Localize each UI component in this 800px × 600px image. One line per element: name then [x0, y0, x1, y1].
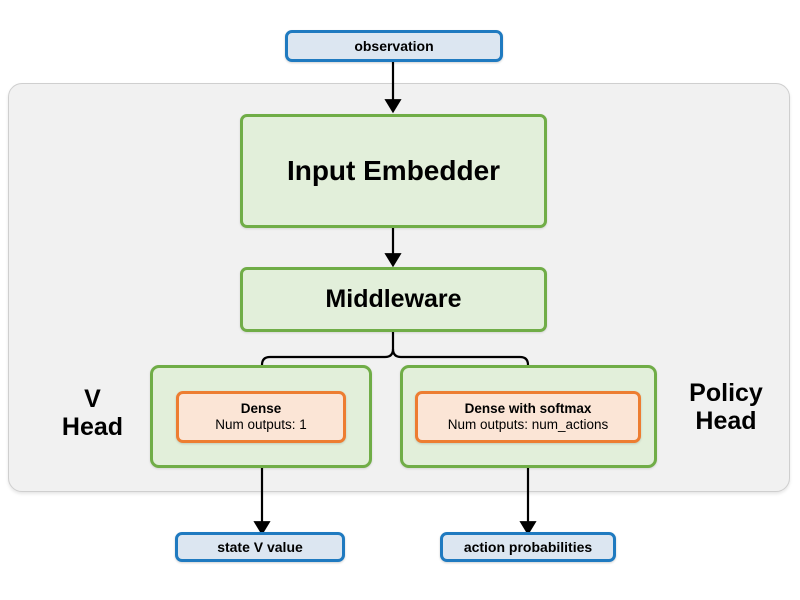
dense-softmax-layer-node[interactable]: Dense with softmax Num outputs: num_acti…	[415, 391, 641, 443]
observation-node[interactable]: observation	[285, 30, 503, 62]
policy-head-label-line2: Head	[695, 407, 757, 435]
value-head-label-line2: Head	[61, 413, 124, 441]
dense-layer-title: Dense	[240, 401, 282, 417]
middleware-node[interactable]: Middleware	[240, 267, 547, 332]
value-head-label: V Head	[40, 385, 145, 441]
policy-head-label: Policy Head	[662, 379, 790, 435]
input-embedder-label: Input Embedder	[286, 155, 501, 186]
action-probabilities-output-node[interactable]: action probabilities	[440, 532, 616, 562]
value-head-label-line1: V	[84, 385, 101, 413]
input-embedder-node[interactable]: Input Embedder	[240, 114, 547, 228]
state-value-output-node[interactable]: state V value	[175, 532, 345, 562]
action-probabilities-output-label: action probabilities	[463, 539, 593, 555]
dense-softmax-layer-outputs: Num outputs: num_actions	[447, 417, 609, 432]
dense-softmax-layer-title: Dense with softmax	[464, 401, 592, 417]
observation-label: observation	[354, 38, 434, 54]
dense-layer-node[interactable]: Dense Num outputs: 1	[176, 391, 346, 443]
policy-head-label-line1: Policy	[689, 379, 763, 407]
middleware-label: Middleware	[325, 285, 462, 313]
state-value-output-label: state V value	[217, 539, 303, 555]
dense-layer-outputs: Num outputs: 1	[215, 417, 307, 432]
